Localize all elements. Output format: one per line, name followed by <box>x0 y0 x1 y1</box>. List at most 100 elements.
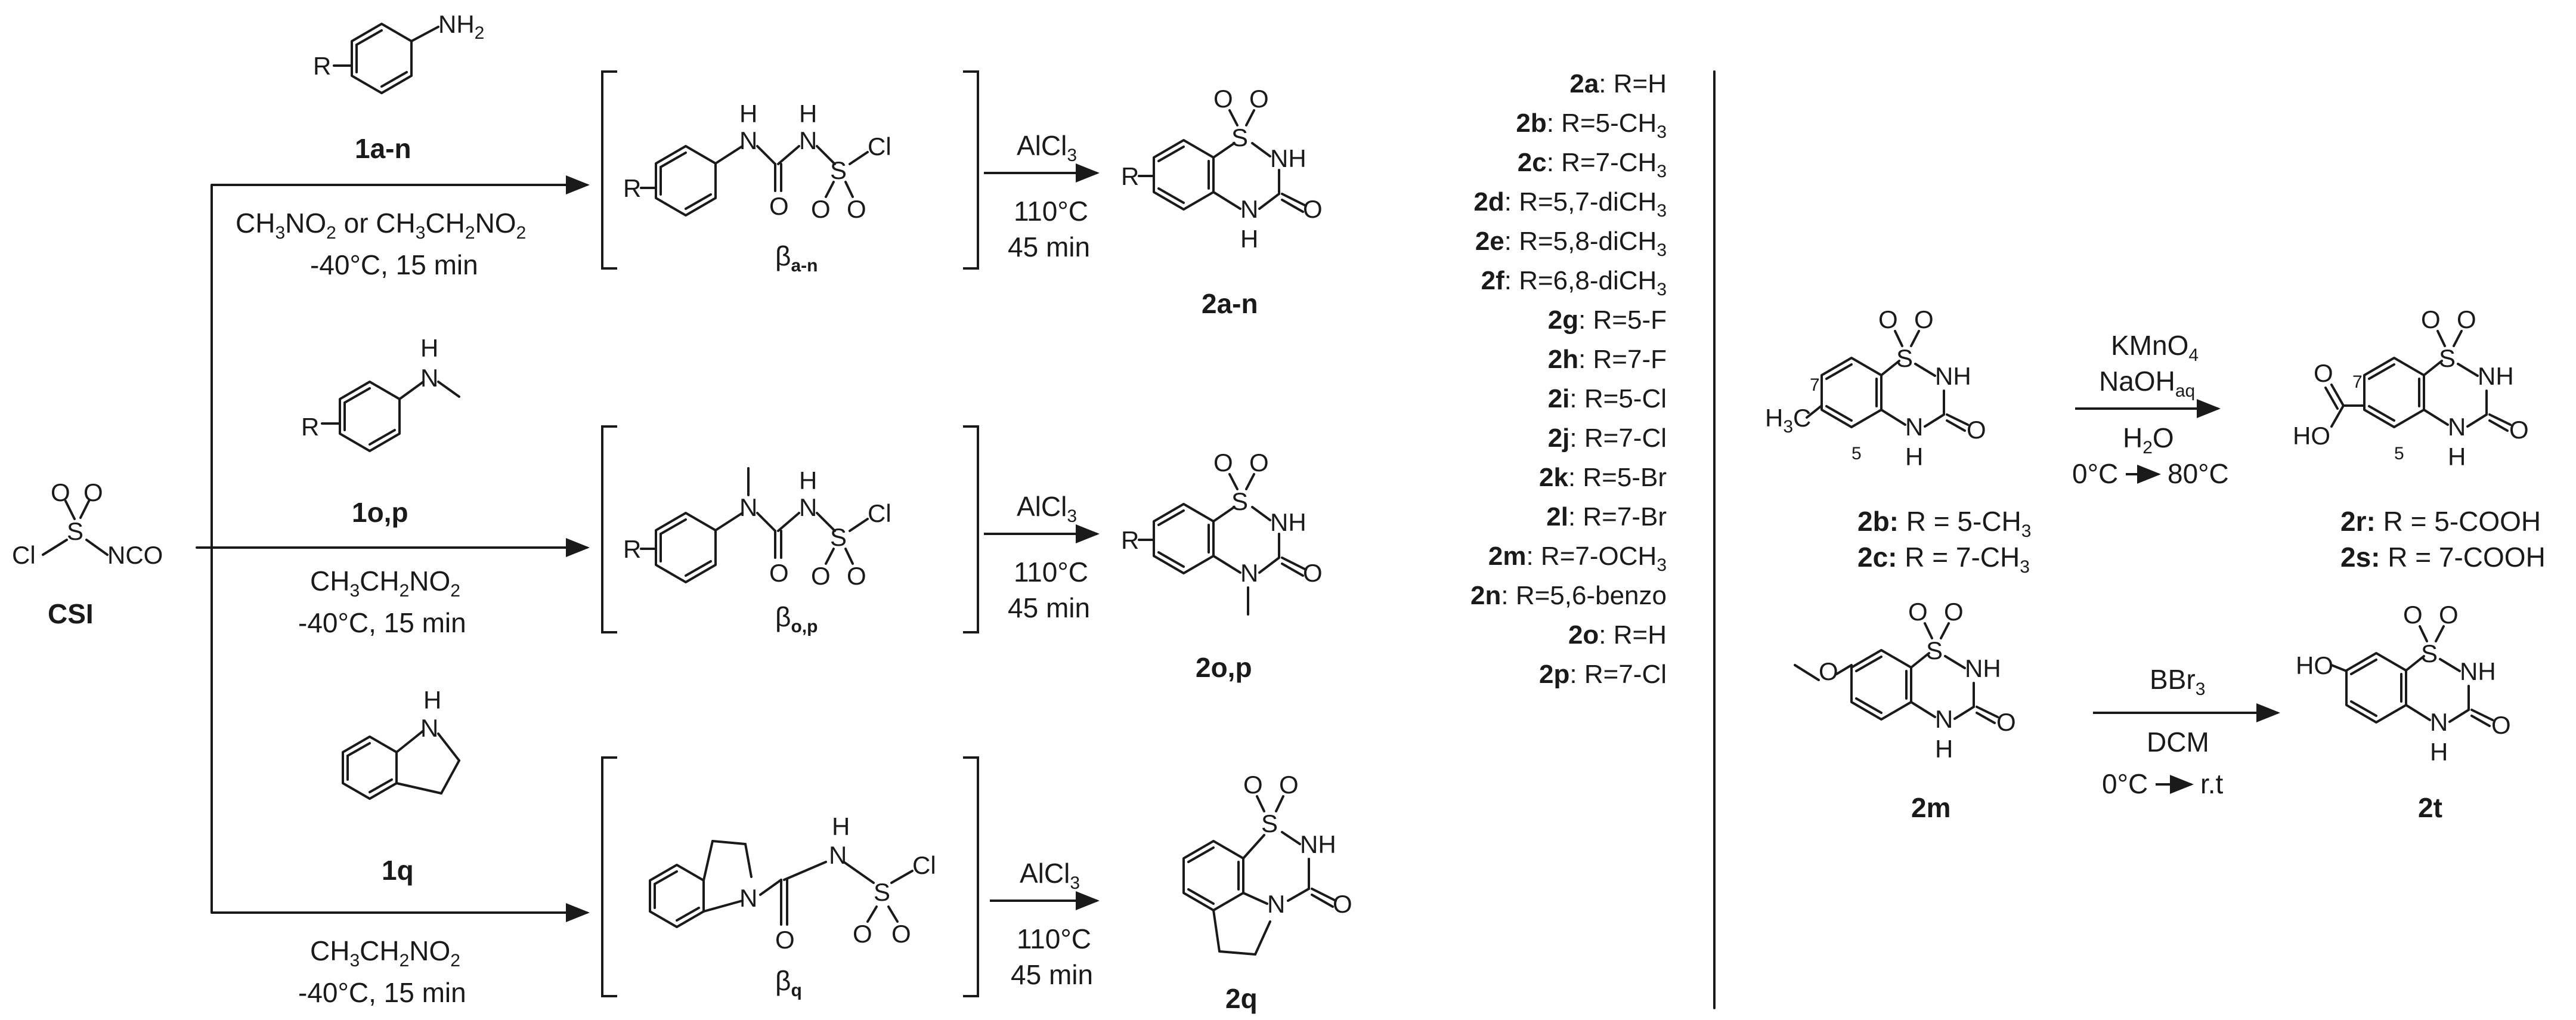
oxid-prod-o1: O <box>2421 305 2441 333</box>
oxid-prod-pos7: 7 <box>2352 372 2363 392</box>
route1-sm-label: 1a-n <box>355 133 411 164</box>
oxid-sm-label2: 2c: R = 7-CH3 <box>1857 542 2030 577</box>
oxid-prod-h: H <box>2448 443 2466 471</box>
route2-intermediate: R N O H N S O O Cl βo,p <box>601 425 979 636</box>
oxid-prod-n: N <box>2448 413 2466 441</box>
route3-prod-n: N <box>1267 890 1285 918</box>
demeth-sm-o1: O <box>1908 598 1928 626</box>
route3-int-n1: N <box>739 884 757 912</box>
route3-int-o3: O <box>891 920 911 948</box>
route2-int-o3: O <box>847 562 866 590</box>
route1-prod-o1: O <box>1213 85 1233 113</box>
route1-prod-o3: O <box>1303 195 1323 223</box>
substituent-entry: 2f: R=6,8-diCH3 <box>1481 266 1667 299</box>
route2-temp-time: -40°C, 15 min <box>298 607 466 638</box>
oxidation-product: O HO 7 5 S O O NH O N H 2r: R = 5-COOH 2… <box>2293 305 2546 573</box>
route1-int-r: R <box>623 174 641 202</box>
oxid-prod-nh: NH <box>2478 362 2514 390</box>
route2-solvent: CH3CH2NO2 <box>310 565 460 601</box>
route2-int-o2: O <box>811 562 831 590</box>
oxid-sm-pos7: 7 <box>1810 375 1820 395</box>
route3-int-label: βq <box>775 965 802 1000</box>
route2-prod-o1: O <box>1213 449 1233 477</box>
demeth-sm-o2: O <box>1944 598 1964 626</box>
route3-prod-label: 2q <box>1225 983 1258 1014</box>
substituent-entry: 2i: R=5-Cl <box>1548 384 1667 413</box>
oxid-sm-o2: O <box>1914 305 1934 333</box>
route1-time: 45 min <box>1008 231 1090 262</box>
csi-reagent: Cl S O O NCO CSI <box>12 478 163 629</box>
route2-prod-nh: NH <box>1270 508 1306 536</box>
demeth-prod-label: 2t <box>2418 792 2442 823</box>
route3-time: 45 min <box>1011 959 1093 990</box>
route2-prod-s: S <box>1231 487 1248 515</box>
route2-int-s: S <box>830 523 847 551</box>
csi-nco-group: NCO <box>107 541 163 569</box>
oxid-prod-o: O <box>2314 359 2333 387</box>
route3-prod-o2: O <box>1279 771 1299 799</box>
route2-product: R S O O NH O N 2o,p <box>1121 449 1323 683</box>
route1-prod-h: H <box>1240 225 1258 253</box>
substituent-entry: 2d: R=5,7-diCH3 <box>1473 187 1667 221</box>
demeth-sm-o: O <box>1819 657 1838 685</box>
demethylation-product: HO S O O NH O N H 2t <box>2296 601 2511 823</box>
route3-solvent: CH3CH2NO2 <box>310 935 460 970</box>
oxid-reagent3: H2O <box>2123 422 2174 458</box>
route3-prod-s: S <box>1261 809 1278 837</box>
oxid-sm-o1: O <box>1878 305 1898 333</box>
oxidation-starting-material: H3C 7 5 S O O NH O N H 2b: R = 5-CH3 2c:… <box>1765 305 2031 577</box>
oxid-sm-o3: O <box>1967 416 1986 444</box>
route2-int-o1: O <box>769 559 789 587</box>
route1-conditions: CH3NO2 or CH3CH2NO2 -40°C, 15 min <box>236 208 526 280</box>
route1-step2: AlCl3 110°C 45 min <box>984 130 1100 262</box>
route3-int-o1: O <box>775 926 795 954</box>
route3-product: S O O NH O N 2q <box>1182 771 1352 1014</box>
substituent-entry: 2b: R=5-CH3 <box>1516 109 1667 142</box>
route3-sm-h: H <box>423 686 441 714</box>
route2-sm-label: 1o,p <box>352 497 408 528</box>
route1-prod-r: R <box>1121 162 1139 190</box>
oxid-sm-pos5: 5 <box>1852 444 1862 463</box>
route1-reagent: AlCl3 <box>1017 130 1077 165</box>
oxid-sm-label1: 2b: R = 5-CH3 <box>1857 506 2031 541</box>
route1-prod-s: S <box>1231 123 1248 152</box>
route1-int-h2: H <box>799 100 817 128</box>
substituent-entry: 2p: R=7-Cl <box>1539 660 1667 689</box>
route3-int-n2: N <box>829 841 847 869</box>
route3-int-o2: O <box>853 920 872 948</box>
demeth-reagent2: DCM <box>2147 727 2209 758</box>
route1-prod-nh: NH <box>1270 144 1306 172</box>
oxid-sm-s: S <box>1896 344 1913 372</box>
oxid-prod-pos5: 5 <box>2394 444 2404 463</box>
route2-int-r: R <box>623 535 641 563</box>
route2-int-label: βo,p <box>775 601 818 636</box>
route2-int-n2: N <box>799 493 817 521</box>
substituent-entry: 2o: R=H <box>1568 620 1667 650</box>
route2-starting-material: H N R 1o,p <box>301 334 460 528</box>
route3-temp: 110°C <box>1017 923 1091 954</box>
demeth-temp-to: r.t <box>2200 768 2224 799</box>
route1-solvent: CH3NO2 or CH3CH2NO2 <box>236 208 526 243</box>
demeth-prod-s: S <box>2421 639 2438 667</box>
substituent-entry: 2g: R=5-F <box>1548 305 1667 335</box>
demeth-reagent1: BBr3 <box>2150 664 2205 699</box>
substituent-entry: 2e: R=5,8-diCH3 <box>1475 227 1667 260</box>
oxid-sm-h3c: H3C <box>1765 404 1811 437</box>
route2-conditions: CH3CH2NO2 -40°C, 15 min <box>298 565 466 638</box>
route1-prod-n: N <box>1240 195 1258 223</box>
substituent-entry: 2n: R=5,6-benzo <box>1470 581 1667 610</box>
demeth-sm-nh: NH <box>1965 654 2001 682</box>
oxid-sm-nh: NH <box>1935 362 1971 390</box>
route2-reagent: AlCl3 <box>1017 491 1077 526</box>
csi-o1-atom: O <box>51 478 70 506</box>
route3-reagent: AlCl3 <box>1020 858 1080 893</box>
oxid-reagent1: KMnO4 <box>2111 330 2199 365</box>
branch-lines <box>196 175 590 922</box>
route1-int-o2: O <box>811 195 831 223</box>
route1-prod-o2: O <box>1249 85 1269 113</box>
oxid-prod-ho: HO <box>2293 422 2330 450</box>
route2-prod-o3: O <box>1303 559 1323 587</box>
demeth-sm-o3: O <box>1996 708 2016 736</box>
